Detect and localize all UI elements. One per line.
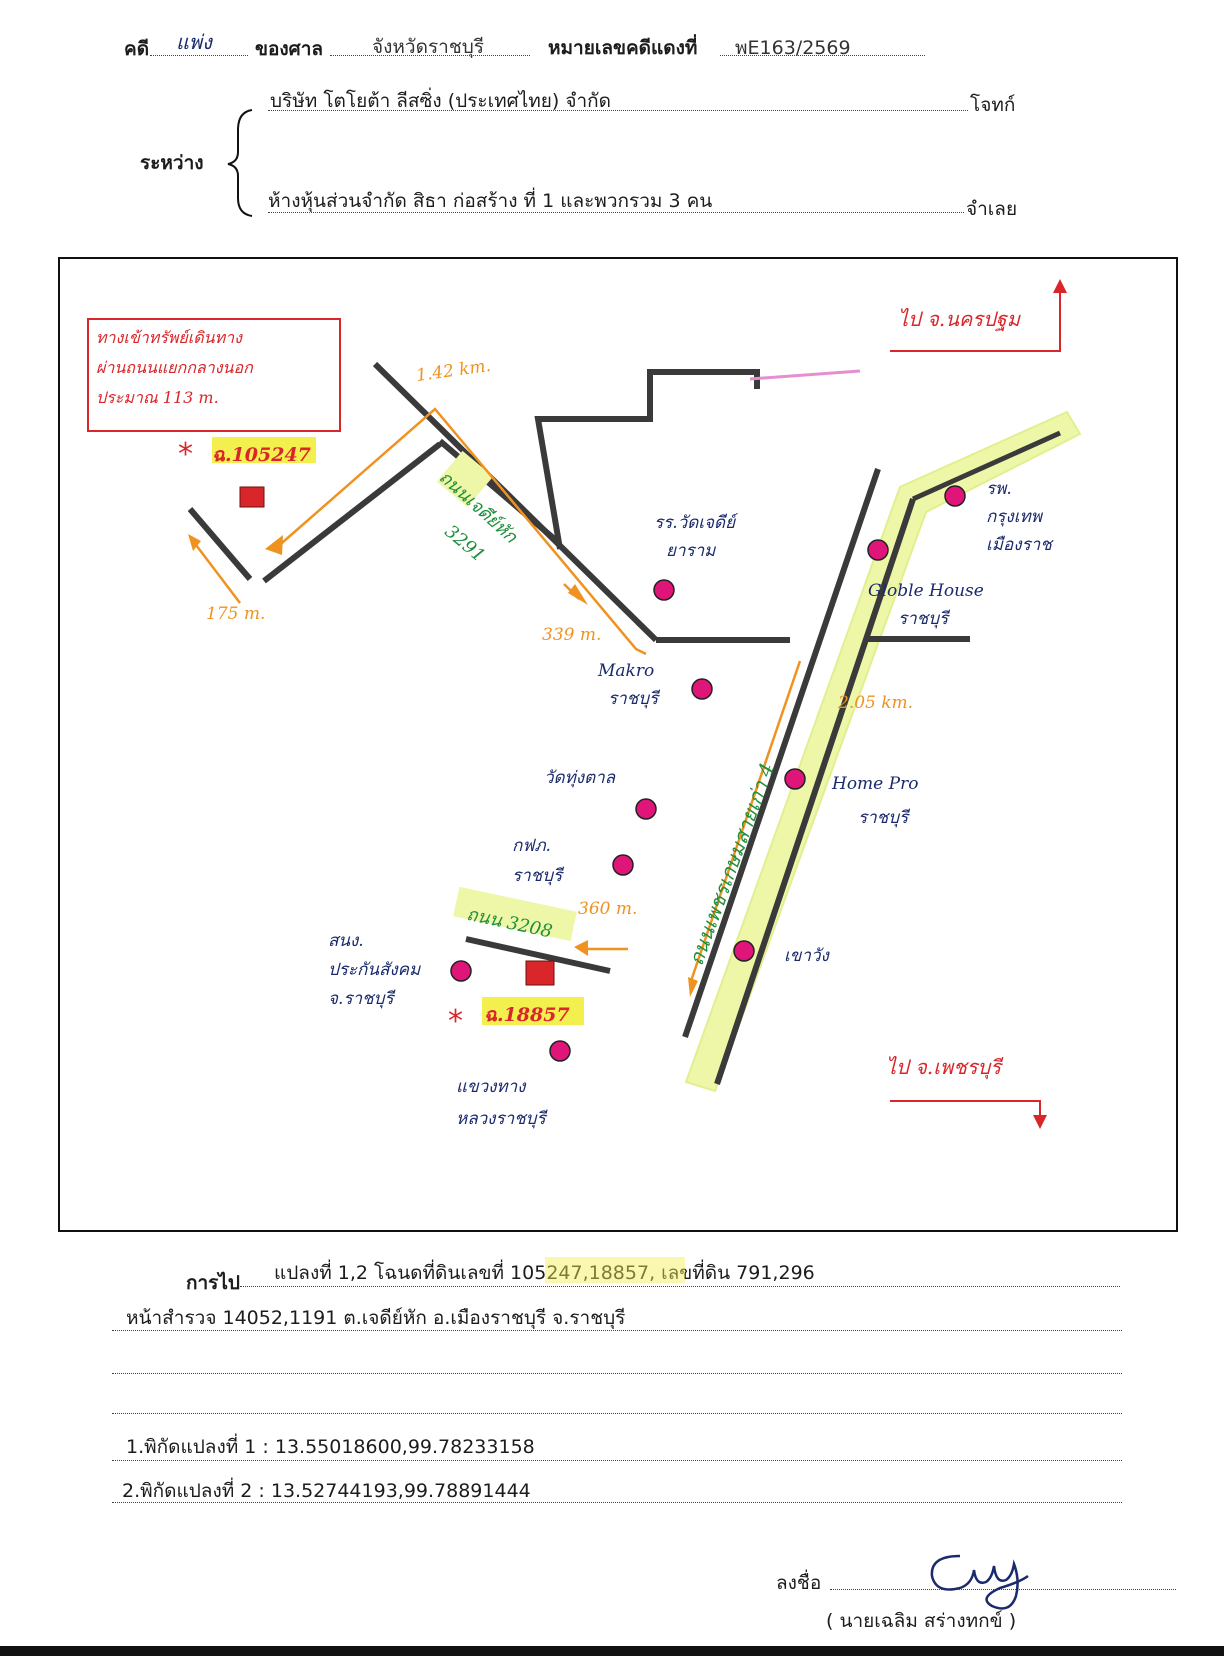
parcel-2-highlight bbox=[482, 997, 584, 1025]
landmark-khao-wang: เขาวัง bbox=[784, 946, 829, 966]
signature-label: ลงชื่อ bbox=[776, 1572, 822, 1594]
court-label: ของศาล bbox=[255, 38, 324, 60]
main-road-edge-right bbox=[714, 498, 916, 1085]
note-box-text: ทางเข้าทรัพย์เดินทาง ผ่านถนนแยกกลางนอก ป… bbox=[96, 328, 253, 407]
label-highlight-3208 bbox=[453, 886, 577, 942]
asterisk-2: * bbox=[448, 1004, 463, 1039]
route-line-2: หน้าสำรวจ 14052,1191 ต.เจดีย์หัก อ.เมือง… bbox=[126, 1307, 626, 1329]
route-label: การไป bbox=[186, 1272, 240, 1294]
distance-175m: 175 m. bbox=[206, 604, 266, 624]
parcel-1-label: ฉ.105247 bbox=[212, 444, 311, 466]
signature-image bbox=[930, 1554, 1029, 1610]
orange-route-205 bbox=[688, 660, 802, 985]
defendant-role: จำเลย bbox=[966, 198, 1018, 220]
distance-2-05km: 2.05 km. bbox=[838, 693, 914, 713]
orange-route-upper bbox=[274, 407, 647, 656]
dot-wat-chedi bbox=[653, 579, 675, 601]
distance-360m: 360 m. bbox=[578, 899, 638, 919]
case-number-label: หมายเลขคดีแดงที่ bbox=[548, 37, 698, 59]
dot-insurance bbox=[450, 960, 472, 982]
deed-highlight bbox=[545, 1257, 685, 1283]
stepped-road bbox=[534, 369, 760, 550]
asterisk-1: * bbox=[178, 437, 193, 472]
orange-arrow-360 bbox=[574, 940, 588, 956]
north-arrow bbox=[890, 285, 1061, 352]
parcel-1-highlight bbox=[212, 437, 316, 463]
scan-edge bbox=[0, 1646, 1224, 1656]
dot-wat-thung bbox=[635, 798, 657, 820]
label-highlight-a bbox=[436, 450, 494, 508]
defendant-name: ห้างหุ้นส่วนจำกัด สิธา ก่อสร้าง ที่ 1 แล… bbox=[268, 190, 713, 212]
pink-line bbox=[749, 369, 861, 381]
distance-339m: 339 m. bbox=[542, 625, 602, 645]
plaintiff-name: บริษัท โตโยต้า ลีสซิ่ง (ประเทศไทย) จำกัด bbox=[270, 90, 612, 112]
court-name: จังหวัดราชบุรี bbox=[372, 36, 484, 58]
coordinate-2: 2.พิกัดแปลงที่ 2 : 13.52744193,99.788914… bbox=[122, 1480, 531, 1502]
road-parcel1-a bbox=[187, 507, 253, 581]
orange-arrow-175 bbox=[188, 534, 201, 551]
parcel-2-label: ฉ.18857 bbox=[484, 1004, 570, 1026]
landmark-highway-office: แขวงทางหลวงราชบุรี bbox=[456, 1077, 546, 1129]
case-label: คดี bbox=[124, 38, 150, 60]
dot-homepro bbox=[784, 768, 806, 790]
plaintiff-role: โจทก์ bbox=[970, 94, 1016, 116]
route-line-1: แปลงที่ 1,2 โฉนดที่ดินเลขที่ 105247,1885… bbox=[274, 1262, 815, 1284]
orange-route-175 bbox=[192, 540, 241, 604]
landmark-social-security: สนง.ประกันสังคมจ.ราชบุรี bbox=[328, 931, 421, 1009]
orange-arrow-339 bbox=[568, 584, 588, 605]
road-3208 bbox=[465, 936, 611, 974]
signer-name: ( นายเฉลิม สร่างทกข์ ) bbox=[826, 1610, 1017, 1632]
south-arrow bbox=[890, 1100, 1041, 1121]
landmark-hospital: รพ.กรุงเทพเมืองราช bbox=[986, 479, 1052, 555]
dot-globle bbox=[867, 539, 889, 561]
case-number: พE163/2569 bbox=[735, 37, 851, 59]
dot-hospital bbox=[944, 485, 966, 507]
parcel-1-marker bbox=[239, 486, 265, 508]
landmark-wat-thung-tan: วัดทุ่งตาล bbox=[544, 768, 616, 788]
orange-arrow-205 bbox=[688, 977, 698, 997]
landmark-wat-chedi: รร.วัดเจดีย์ยาราม bbox=[654, 513, 736, 561]
to-north-label: ไป จ.นครปฐม bbox=[898, 307, 1020, 331]
landmark-pea: กฟภ.ราชบุรี bbox=[512, 836, 563, 886]
road-to-hospital bbox=[911, 430, 1062, 502]
orange-arrow-left bbox=[265, 535, 283, 555]
dot-highway bbox=[549, 1040, 571, 1062]
main-road-edge-left bbox=[682, 468, 881, 1038]
note-box bbox=[87, 318, 341, 432]
location-map: * * ทางเข้าทรัพย์เดินทาง ผ่านถนนแยกกลางน… bbox=[58, 257, 1178, 1232]
map-drawing: * * bbox=[87, 279, 1082, 1129]
brace-icon bbox=[227, 109, 253, 217]
coordinate-1: 1.พิกัดแปลงที่ 1 : 13.55018600,99.782331… bbox=[126, 1436, 535, 1458]
dot-pea bbox=[612, 854, 634, 876]
between-label: ระหว่าง bbox=[140, 152, 204, 174]
dot-khao-wang bbox=[733, 940, 755, 962]
parcel-2-marker bbox=[525, 960, 555, 986]
road-parcel1-b bbox=[262, 441, 442, 584]
case-type: แพ่ง bbox=[176, 30, 212, 54]
to-south-label: ไป จ.เพชรบุรี bbox=[886, 1055, 1001, 1079]
dot-makro bbox=[691, 678, 713, 700]
